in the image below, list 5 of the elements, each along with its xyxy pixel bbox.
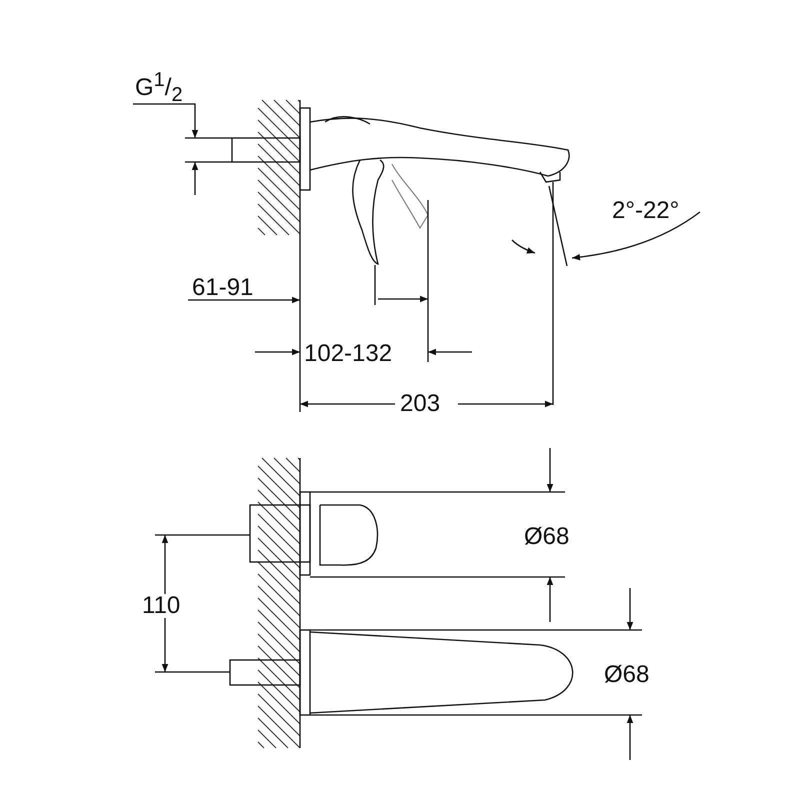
dimension-label: Ø68 xyxy=(603,663,650,687)
dimension-label: 2°-22° xyxy=(611,199,680,223)
dimension-label: Ø68 xyxy=(523,525,570,549)
dimension-label: G$^{1}$/$_{2}$ xyxy=(134,70,184,105)
dimension-label: 61-91 xyxy=(191,276,254,300)
